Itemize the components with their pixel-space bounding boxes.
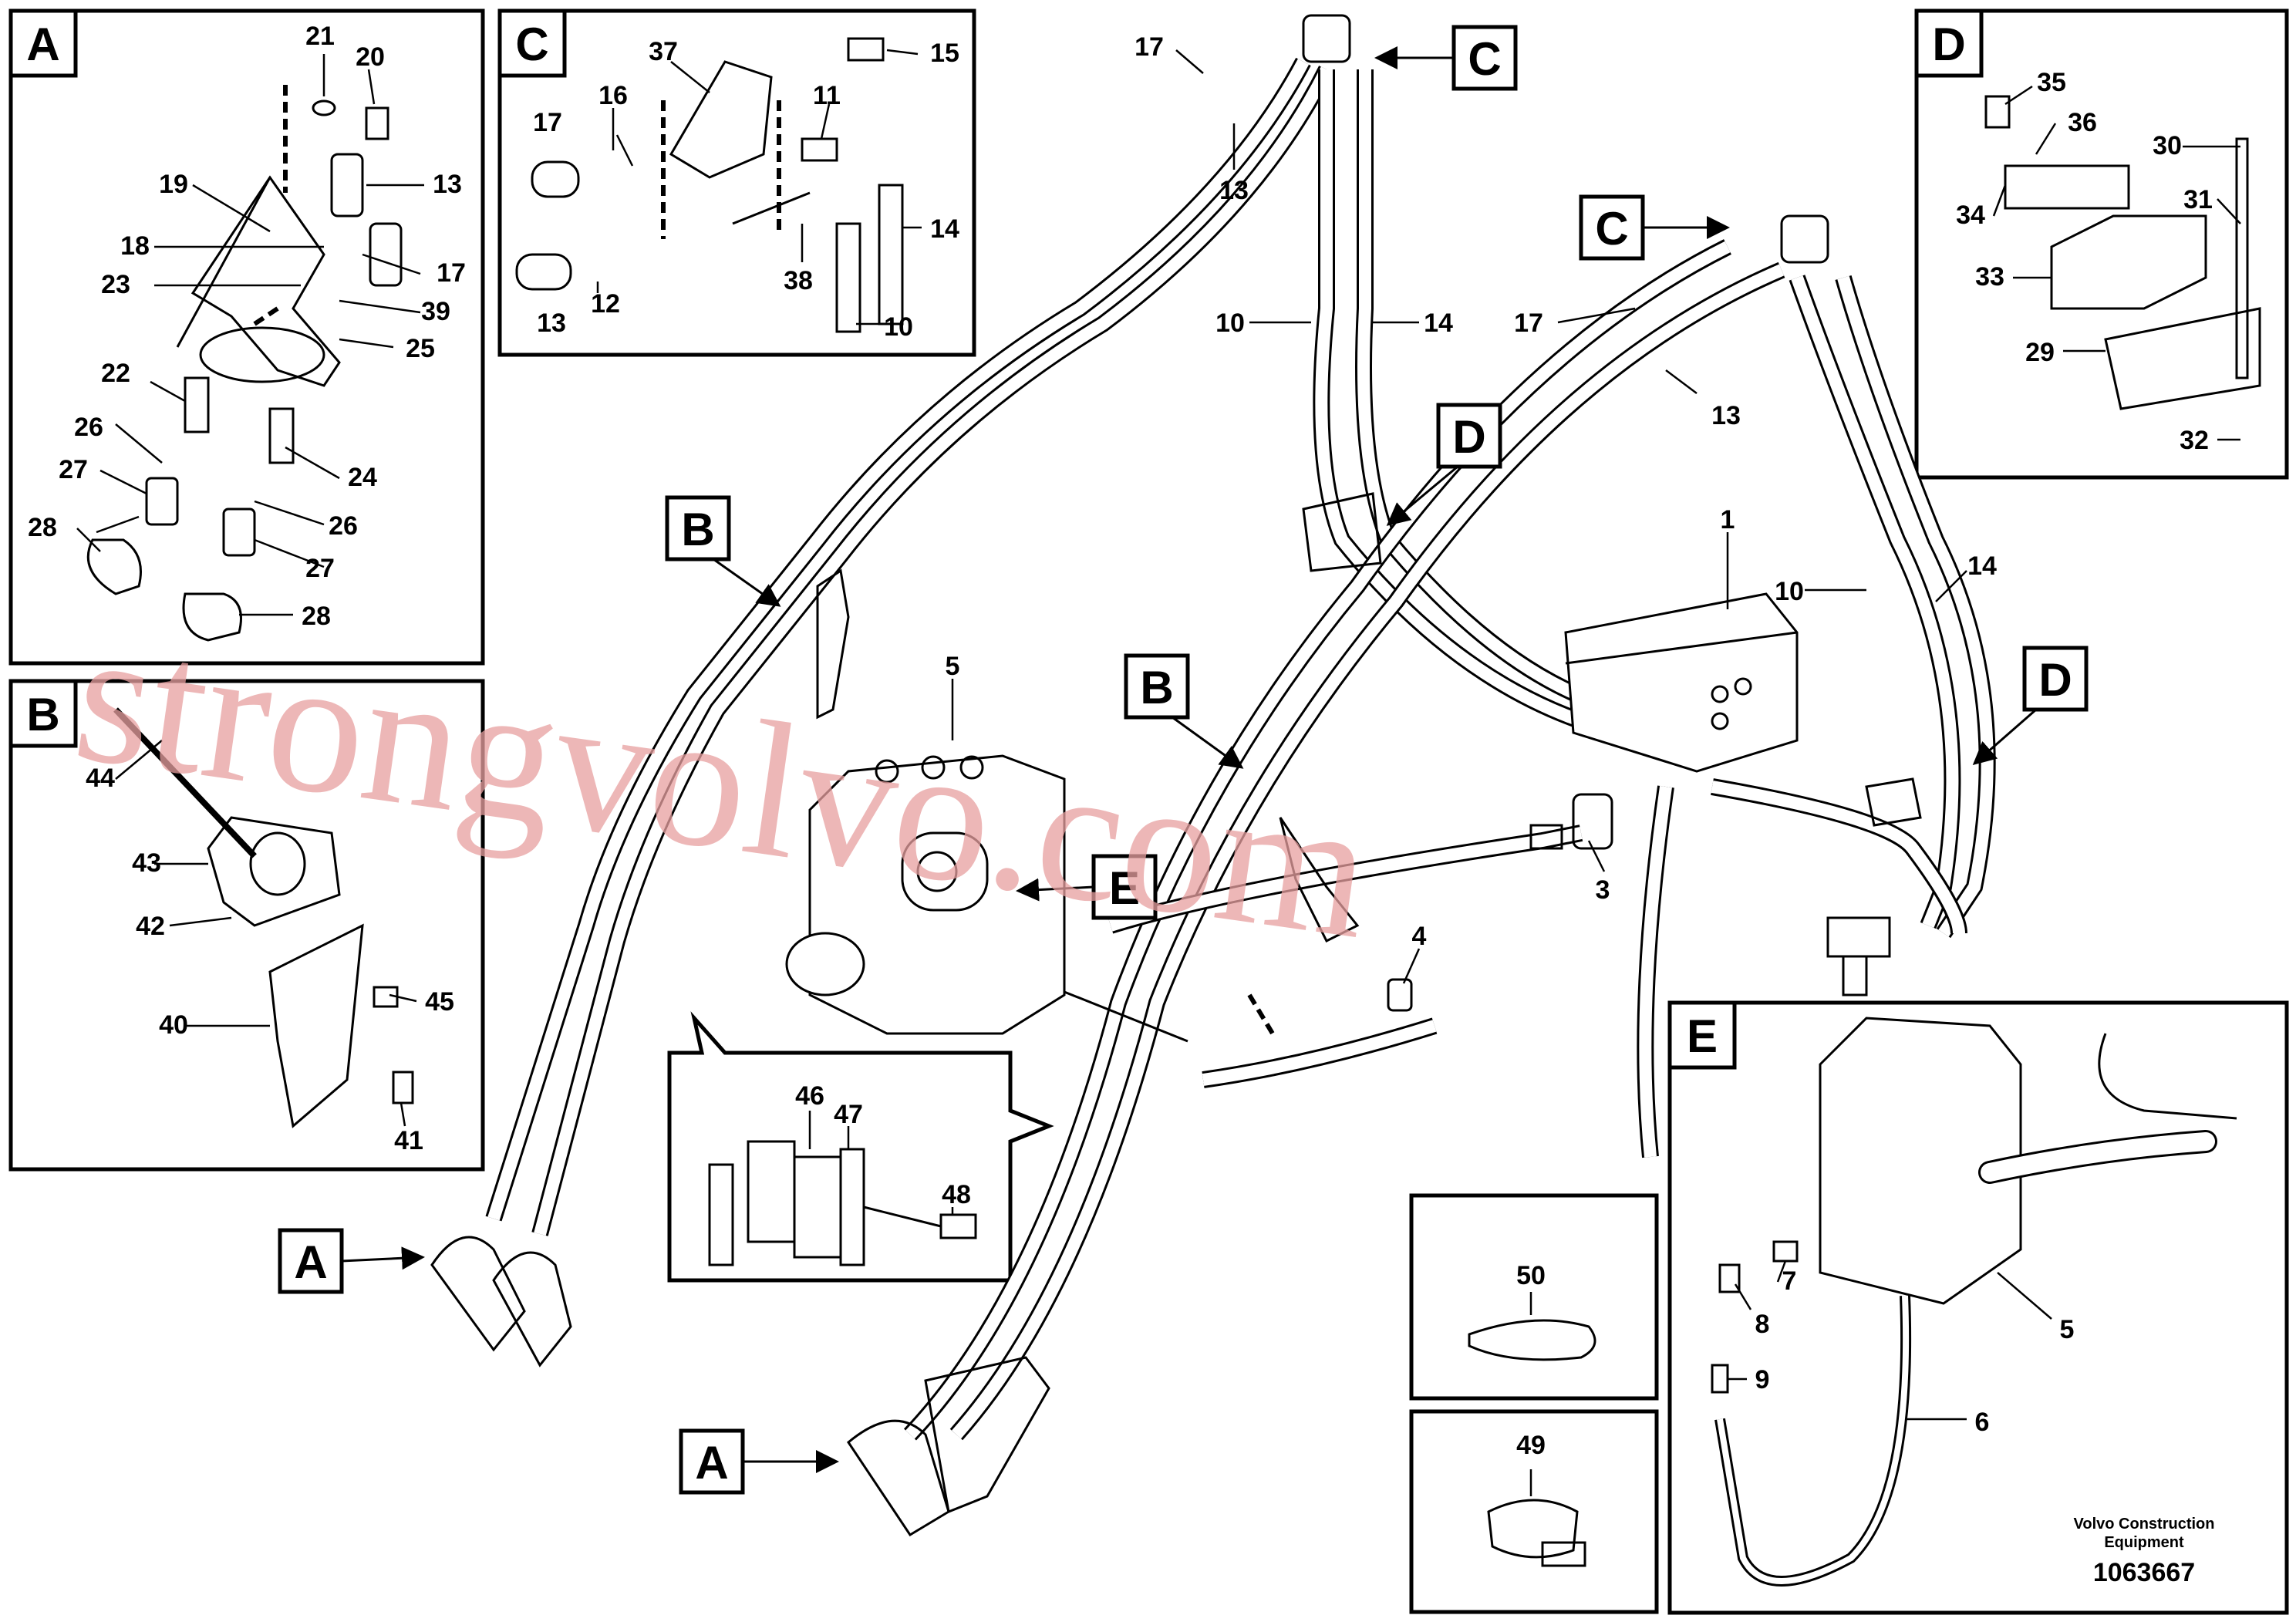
part-number: 13 — [433, 170, 462, 199]
detail-box-b: B 44 43 42 45 40 41 — [8, 679, 485, 1172]
part-number: 18 — [120, 231, 150, 261]
part-number: 22 — [101, 359, 130, 388]
part-number: 33 — [1975, 262, 2004, 292]
part-number: 20 — [356, 42, 385, 72]
callout-e: E — [1109, 862, 1140, 914]
part-number: 41 — [394, 1126, 423, 1155]
part-number: 16 — [598, 81, 628, 110]
part-number: 3 — [1596, 875, 1610, 905]
detail-c-title: C — [515, 19, 548, 70]
part-number: 11 — [813, 81, 841, 110]
footer-company-line1: Volvo Construction — [2074, 1516, 2215, 1533]
callout-a-left: A — [294, 1236, 327, 1288]
part-number: 39 — [421, 297, 450, 326]
part-number: 13 — [537, 309, 566, 338]
control-box: 1 — [1564, 505, 1799, 773]
part-number: 4 — [1412, 922, 1427, 951]
part-number: 28 — [28, 513, 57, 542]
control-valve: 5 — [785, 652, 1066, 1035]
detail-b-title: B — [26, 689, 59, 740]
part-number: 17 — [1135, 32, 1164, 62]
part-number: 13 — [1711, 401, 1741, 430]
part-number: 26 — [329, 511, 358, 541]
callout-d-right: D — [2038, 654, 2072, 706]
part-number: 10 — [1215, 309, 1245, 338]
part-number: 12 — [591, 289, 620, 319]
part-number: 34 — [1956, 201, 1985, 230]
part-number: 9 — [1755, 1365, 1770, 1394]
part-number: 14 — [1967, 551, 1997, 581]
detail-box-c: C 37 16 17 11 15 14 13 12 38 10 — [497, 8, 976, 357]
callout-b-middle: B — [1140, 662, 1173, 713]
part-number: 29 — [2025, 338, 2055, 367]
detail-box-d: D 35 36 30 34 31 33 29 32 — [1914, 8, 2289, 480]
part-number: 8 — [1755, 1310, 1770, 1339]
part-number: 45 — [425, 987, 454, 1017]
main-labels: 17 13 10 14 17 13 10 14 3 4 — [1135, 32, 1997, 984]
callout-boxes: C C D D B B E A A — [278, 25, 2089, 1495]
part-number: 46 — [795, 1081, 824, 1111]
part-number: 17 — [533, 108, 562, 137]
part-number: 35 — [2037, 68, 2066, 97]
callout-c-top: C — [1468, 33, 1501, 85]
detail-box-clamp: 46 47 48 — [667, 1011, 1054, 1283]
callout-c-mid: C — [1595, 203, 1628, 255]
part-number: 13 — [1219, 176, 1249, 205]
part-number: 6 — [1975, 1408, 1990, 1437]
part-number: 25 — [406, 334, 435, 363]
part-number: 17 — [1514, 309, 1543, 338]
part-number: 26 — [74, 413, 103, 442]
part-number: 5 — [946, 652, 960, 681]
part-number: 27 — [59, 455, 88, 484]
callout-b-upper: B — [681, 504, 714, 555]
part-number: 30 — [2153, 131, 2182, 160]
callout-d-left: D — [1452, 411, 1485, 463]
part-number: 17 — [437, 258, 466, 288]
part-number: 36 — [2068, 108, 2097, 137]
part-number: 37 — [649, 37, 678, 66]
part-number: 31 — [2183, 185, 2213, 214]
part-number: 5 — [2060, 1315, 2075, 1344]
detail-box-e: E 7 8 9 6 5 Volvo Construction Equipment… — [1667, 1000, 2289, 1615]
part-number: 14 — [930, 214, 959, 244]
part-number: 24 — [348, 463, 377, 492]
part-number: 7 — [1782, 1266, 1797, 1296]
detail-box-a: A — [8, 8, 485, 666]
part-number: 40 — [159, 1010, 188, 1040]
part-number: 32 — [2180, 426, 2209, 455]
part-number: 38 — [784, 266, 813, 295]
part-number: 44 — [86, 764, 115, 793]
part-number: 27 — [305, 554, 335, 583]
part-number: 43 — [132, 848, 161, 878]
part-number: 23 — [101, 270, 130, 299]
callout-a-bottom: A — [695, 1437, 728, 1489]
detail-box-49: 49 — [1409, 1409, 1659, 1614]
part-number: 1 — [1721, 505, 1735, 534]
footer-company-line2: Equipment — [2104, 1534, 2184, 1551]
detail-box-50: 50 — [1409, 1193, 1659, 1401]
detail-e-title: E — [1687, 1010, 1718, 1062]
part-number: 49 — [1516, 1431, 1546, 1460]
detail-d-title: D — [1932, 19, 1965, 70]
drawing-number: 1063667 — [2093, 1558, 2195, 1587]
part-number: 28 — [302, 602, 331, 631]
part-number: 47 — [834, 1100, 863, 1129]
part-number: 10 — [884, 312, 913, 342]
part-number: 21 — [305, 22, 335, 51]
hose-routing — [485, 57, 1996, 1441]
part-number: 48 — [942, 1180, 971, 1209]
part-number: 19 — [159, 170, 188, 199]
part-number: 14 — [1424, 309, 1453, 338]
part-number: 42 — [136, 912, 165, 941]
part-number: 50 — [1516, 1261, 1546, 1290]
part-number: 15 — [930, 39, 959, 68]
fittings — [430, 14, 1922, 1537]
part-number: 10 — [1775, 577, 1804, 606]
detail-a-title: A — [26, 19, 59, 70]
